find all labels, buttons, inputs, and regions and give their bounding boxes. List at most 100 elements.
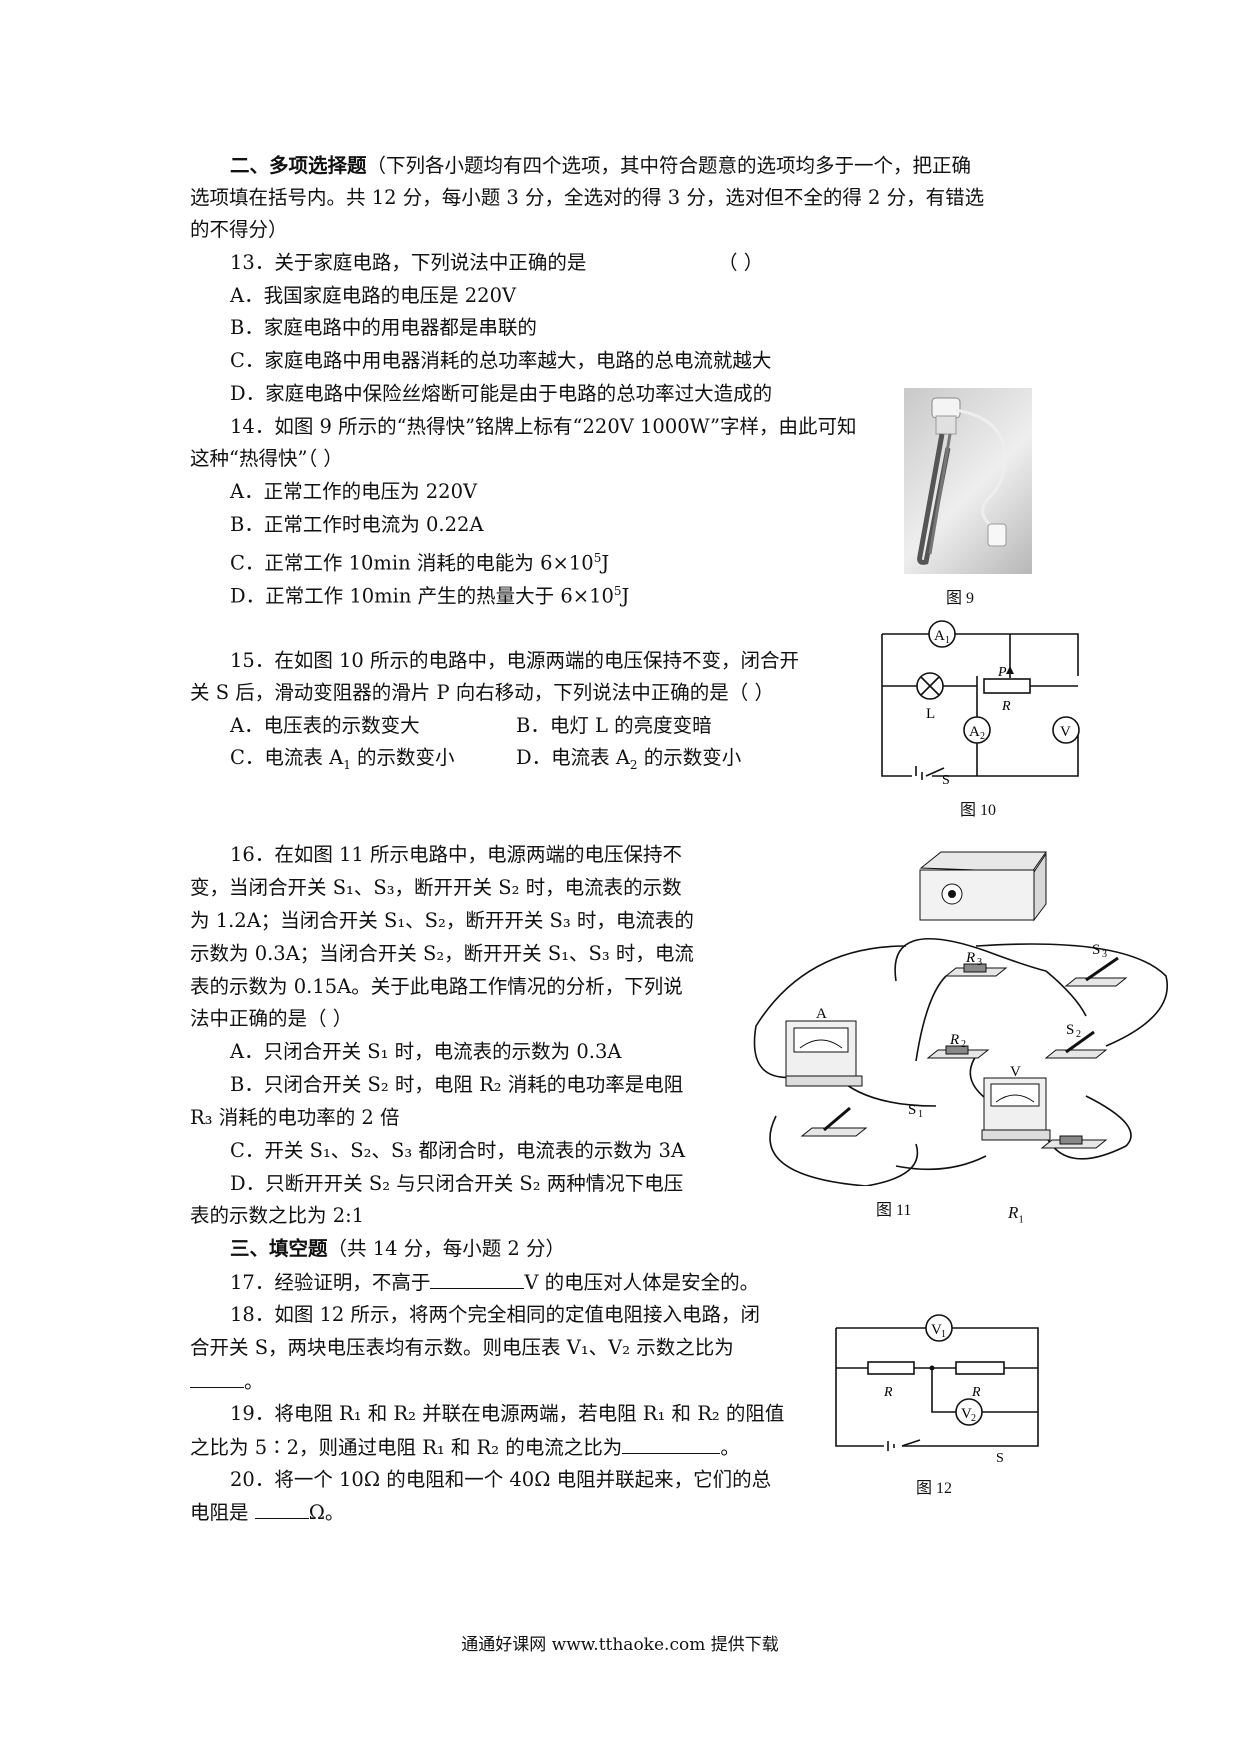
figure-10-caption: 图 10 [960, 802, 997, 819]
section2-header-line1: 二、多项选择题（下列各小题均有四个选项，其中符合题意的选项均多于一个，把正确 [230, 154, 971, 178]
section3-header: 三、填空题（共 14 分，每小题 2 分） [230, 1237, 566, 1260]
voltmeter-v1-icon [925, 1314, 953, 1342]
q16-line1: 16．在如图 11 所示电路中，电源两端的电压保持不 [230, 843, 683, 866]
section2-title: 二、多项选择题 [230, 154, 367, 177]
svg-text:2: 2 [961, 1039, 966, 1050]
svg-text:1: 1 [945, 635, 950, 646]
resistor-right-icon [955, 1361, 1005, 1375]
q16-line6: 法中正确的是（ ） [190, 1007, 353, 1030]
label-v2: V [961, 1406, 972, 1422]
q13-option-b: B．家庭电路中的用电器都是串联的 [230, 316, 537, 339]
q13-answer-paren: （ ） [718, 251, 764, 274]
q13-option-c: C．家庭电路中用电器消耗的总功率越大，电路的总电流就越大 [230, 349, 772, 372]
q16-option-d1: D．只断开开关 S₂ 与只闭合开关 S₂ 两种情况下电压 [230, 1172, 684, 1195]
q14-stem-line2: 这种“热得快”（ ） [190, 447, 343, 470]
figure-11-apparatus: R 3 R 2 S 3 S 2 S 1 A V [753, 851, 1168, 1186]
figure-10-circuit: A 1 A 2 V L P R S [881, 620, 1080, 786]
q18-answer-blank[interactable] [190, 1369, 244, 1388]
label-s: S [942, 773, 950, 786]
q20-line1: 20．将一个 10Ω 的电阻和一个 40Ω 电阻并联起来，它们的总 [230, 1468, 772, 1491]
q18-line2: 合开关 S，两块电压表均有示数。则电压表 V₁、V₂ 示数之比为 [190, 1336, 734, 1359]
svg-text:3: 3 [1102, 949, 1107, 960]
section2-desc: （下列各小题均有四个选项，其中符合题意的选项均多于一个，把正确 [366, 154, 972, 177]
resistor-r2-icon [926, 1045, 990, 1059]
figure-11-r1-label: R1 [1008, 1203, 1024, 1226]
figure-9-heater-photo [904, 388, 1032, 574]
ammeter-icon [785, 1020, 863, 1087]
label-r: R [1001, 699, 1011, 714]
q14-option-d: D．正常工作 10min 产生的热量大于 6×105J [230, 584, 630, 608]
section3-title: 三、填空题 [230, 1237, 328, 1260]
q13-option-a: A．我国家庭电路的电压是 220V [230, 284, 517, 307]
label-l: L [926, 706, 935, 722]
q19-line1: 19．将电阻 R₁ 和 R₂ 并联在电源两端，若电阻 R₁ 和 R₂ 的阻值 [230, 1402, 785, 1425]
svg-text:2: 2 [1076, 1029, 1081, 1040]
voltmeter-v2-icon [955, 1398, 983, 1426]
switch-s2-icon [1044, 1030, 1108, 1059]
q16-option-b2: R₃ 消耗的电功率的 2 倍 [190, 1106, 400, 1129]
q15-option-d: D．电流表 A2 的示数变小 [516, 746, 742, 772]
q19-line2: 之比为 5∶2，则通过电阻 R₁ 和 R₂ 的电流之比为。 [190, 1435, 740, 1459]
label-s3: S [1092, 942, 1100, 958]
switch-s3-icon [1064, 956, 1128, 987]
figure-12-circuit: V 1 V 2 R R S [835, 1314, 1039, 1462]
switch-s1-icon [800, 1106, 868, 1137]
q19-answer-blank[interactable] [622, 1435, 721, 1454]
page-footer: 通通好课网 www.tthaoke.com 提供下载 [461, 1635, 779, 1655]
rheostat-icon [983, 678, 1031, 694]
q15-option-a: A．电压表的示数变大 [230, 714, 420, 737]
label-r-left: R [883, 1385, 893, 1400]
q15-option-c: C．电流表 A1 的示数变小 [230, 746, 455, 772]
q18-line3: 。 [190, 1369, 264, 1394]
q20-line2: 电阻是 Ω。 [190, 1500, 345, 1524]
q16-line4: 示数为 0.3A；当闭合开关 S₂，断开开关 S₁、S₃ 时，电流 [190, 942, 694, 965]
label-r3: R [965, 950, 975, 966]
figure-11-caption: 图 11 [876, 1202, 912, 1219]
label-s: S [996, 1451, 1004, 1462]
ammeter-a2-icon [963, 716, 991, 744]
label-a2: A [969, 724, 980, 740]
q16-option-d2: 表的示数之比为 2:1 [190, 1204, 365, 1227]
q18-line1: 18．如图 12 所示，将两个完全相同的定值电阻接入电路，闭 [230, 1303, 761, 1326]
svg-text:3: 3 [977, 957, 982, 968]
label-v1: V [931, 1322, 942, 1338]
q17-answer-blank[interactable] [430, 1270, 525, 1289]
section2-header-line2: 选项填在括号内。共 12 分，每小题 3 分，全选对的得 3 分，选对但不全的得… [190, 186, 985, 209]
resistor-r3-icon [944, 963, 1008, 977]
voltmeter-icon [1052, 716, 1080, 744]
svg-text:1: 1 [941, 1329, 946, 1340]
q14-option-c: C．正常工作 10min 消耗的电能为 6×105J [230, 551, 610, 575]
svg-text:2: 2 [980, 731, 985, 742]
q14-stem-line1: 14．如图 9 所示的“热得快”铭牌上标有“220V 1000W”字样，由此可知 [230, 415, 857, 438]
figure-9-caption: 图 9 [946, 590, 975, 607]
q16-line5: 表的示数为 0.15A。关于此电路工作情况的分析，下列说 [190, 975, 683, 998]
q15-option-b: B．电灯 L 的亮度变暗 [516, 714, 712, 737]
q16-line2: 变，当闭合开关 S₁、S₃，断开开关 S₂ 时，电流表的示数 [190, 876, 682, 899]
svg-text:2: 2 [971, 1413, 976, 1424]
label-p: P [997, 665, 1007, 680]
q20-answer-blank[interactable] [254, 1500, 309, 1519]
q16-line3: 为 1.2A；当闭合开关 S₁、S₂，断开开关 S₃ 时，电流表的 [190, 909, 694, 932]
label-s2: S [1066, 1022, 1074, 1038]
section2-header-line3: 的不得分） [190, 218, 288, 241]
label-a: A [816, 1006, 827, 1022]
resistor-left-icon [867, 1361, 915, 1375]
q16-option-a: A．只闭合开关 S₁ 时，电流表的示数为 0.3A [230, 1040, 622, 1063]
voltmeter-icon [981, 1077, 1051, 1141]
label-v: V [1010, 1064, 1021, 1080]
figure-12-caption: 图 12 [916, 1480, 953, 1497]
label-s1: S [908, 1102, 916, 1118]
q14-option-a: A．正常工作的电压为 220V [230, 480, 478, 503]
immersion-heater-icon [917, 397, 1007, 565]
label-r2: R [949, 1032, 959, 1048]
label-r-right: R [971, 1385, 981, 1400]
q13-option-d: D．家庭电路中保险丝熔断可能是由于电路的总功率过大造成的 [230, 382, 773, 405]
resistor-r1-icon [1040, 1135, 1108, 1149]
power-supply-icon [919, 851, 1047, 922]
svg-text:1: 1 [918, 1109, 923, 1120]
q16-option-b1: B．只闭合开关 S₂ 时，电阻 R₂ 消耗的电功率是电阻 [230, 1073, 684, 1096]
ammeter-a1-icon [928, 620, 956, 648]
q13-stem: 13．关于家庭电路，下列说法中正确的是 [230, 251, 587, 274]
label-a1: A [934, 628, 945, 644]
